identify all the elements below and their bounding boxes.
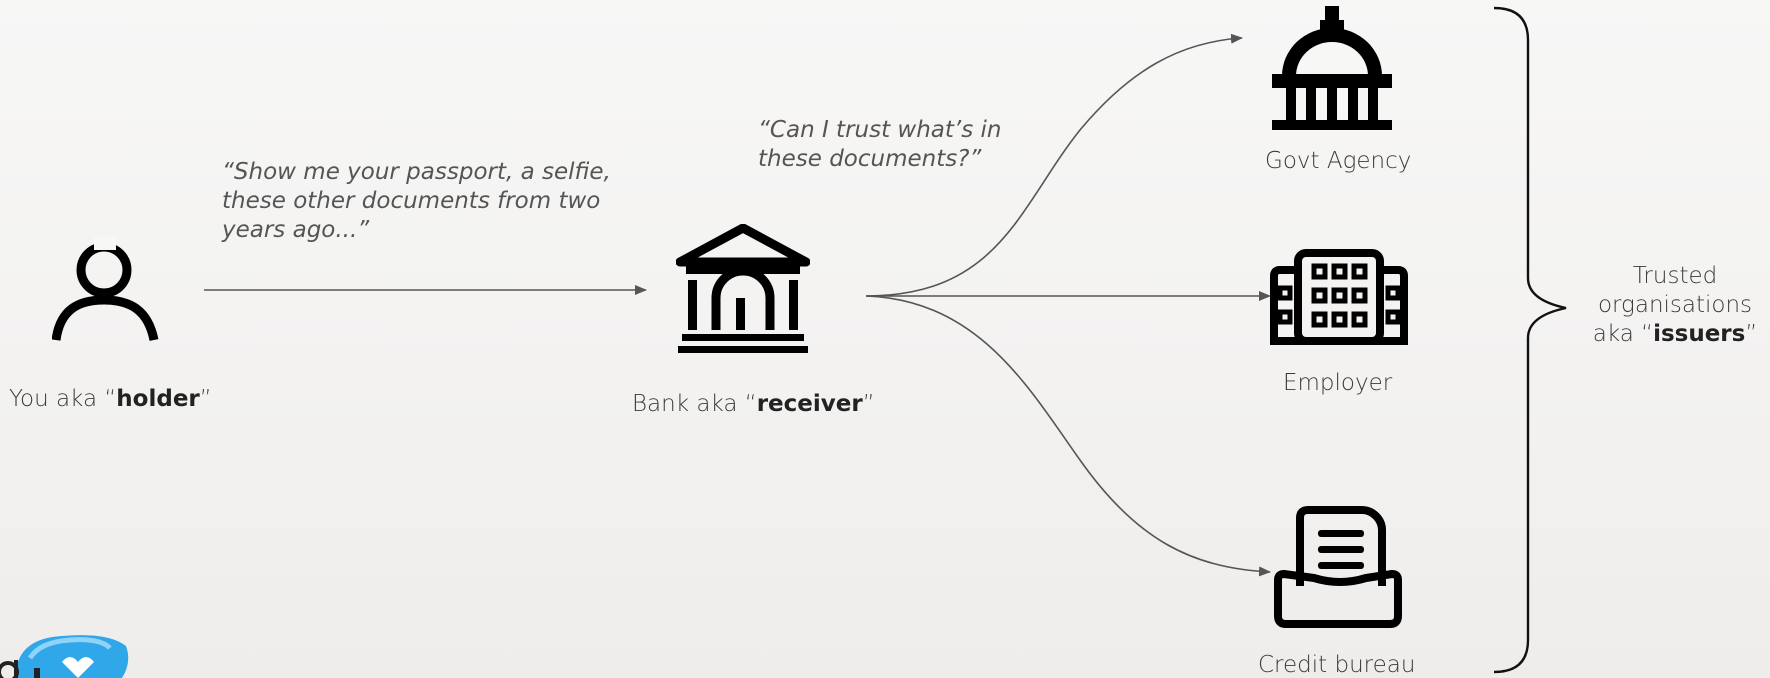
- receiver-question-quote: “Can I trust what’s in these documents?”: [758, 116, 1002, 174]
- receiver-label: Bank aka “receiver”: [632, 391, 875, 417]
- issuers-label-role: issuers: [1653, 321, 1746, 347]
- holder-quote-line: “Show me your passport, a selfie,: [222, 159, 611, 185]
- person-icon: [52, 236, 159, 342]
- office-building-icon: [1270, 249, 1408, 345]
- receiver-label-role: receiver: [756, 391, 863, 417]
- edge-bank-to-credit: [865, 295, 1271, 577]
- issuers-label-prefix: aka “: [1592, 321, 1654, 347]
- holder-label-prefix: You aka “: [9, 386, 117, 412]
- issuers-label-line: aka “issuers”: [1580, 320, 1770, 349]
- govt-agency-label: Govt Agency: [1265, 148, 1412, 174]
- issuers-label-line: Trusted: [1632, 263, 1718, 289]
- holder-request-quote: “Show me your passport, a selfie, these …: [222, 158, 611, 245]
- issuers-brace: [1493, 6, 1567, 674]
- credit-report-icon: [1274, 506, 1402, 628]
- edge-bank-to-govt: [865, 33, 1243, 297]
- issuers-label-line: organisations: [1597, 292, 1753, 318]
- receiver-quote-line: “Can I trust what’s in: [758, 117, 1002, 143]
- holder-quote-line: years ago...”: [222, 217, 370, 243]
- employer-label: Employer: [1283, 370, 1393, 396]
- receiver-label-prefix: Bank aka “: [632, 391, 757, 417]
- holder-label-role: holder: [116, 386, 200, 412]
- holder-quote-line: these other documents from two: [222, 188, 601, 214]
- logo-icon: [0, 635, 129, 678]
- holder-label: You aka “holder”: [9, 386, 212, 412]
- receiver-label-suffix: ”: [862, 391, 875, 417]
- issuers-group-label: Trusted organisations aka “issuers”: [1580, 262, 1770, 349]
- government-building-icon: [1272, 6, 1392, 130]
- holder-label-suffix: ”: [199, 386, 212, 412]
- bank-icon: [676, 224, 810, 353]
- credit-bureau-label: Credit bureau: [1258, 652, 1416, 678]
- receiver-quote-line: these documents?”: [758, 146, 982, 172]
- issuers-label-suffix: ”: [1745, 321, 1758, 347]
